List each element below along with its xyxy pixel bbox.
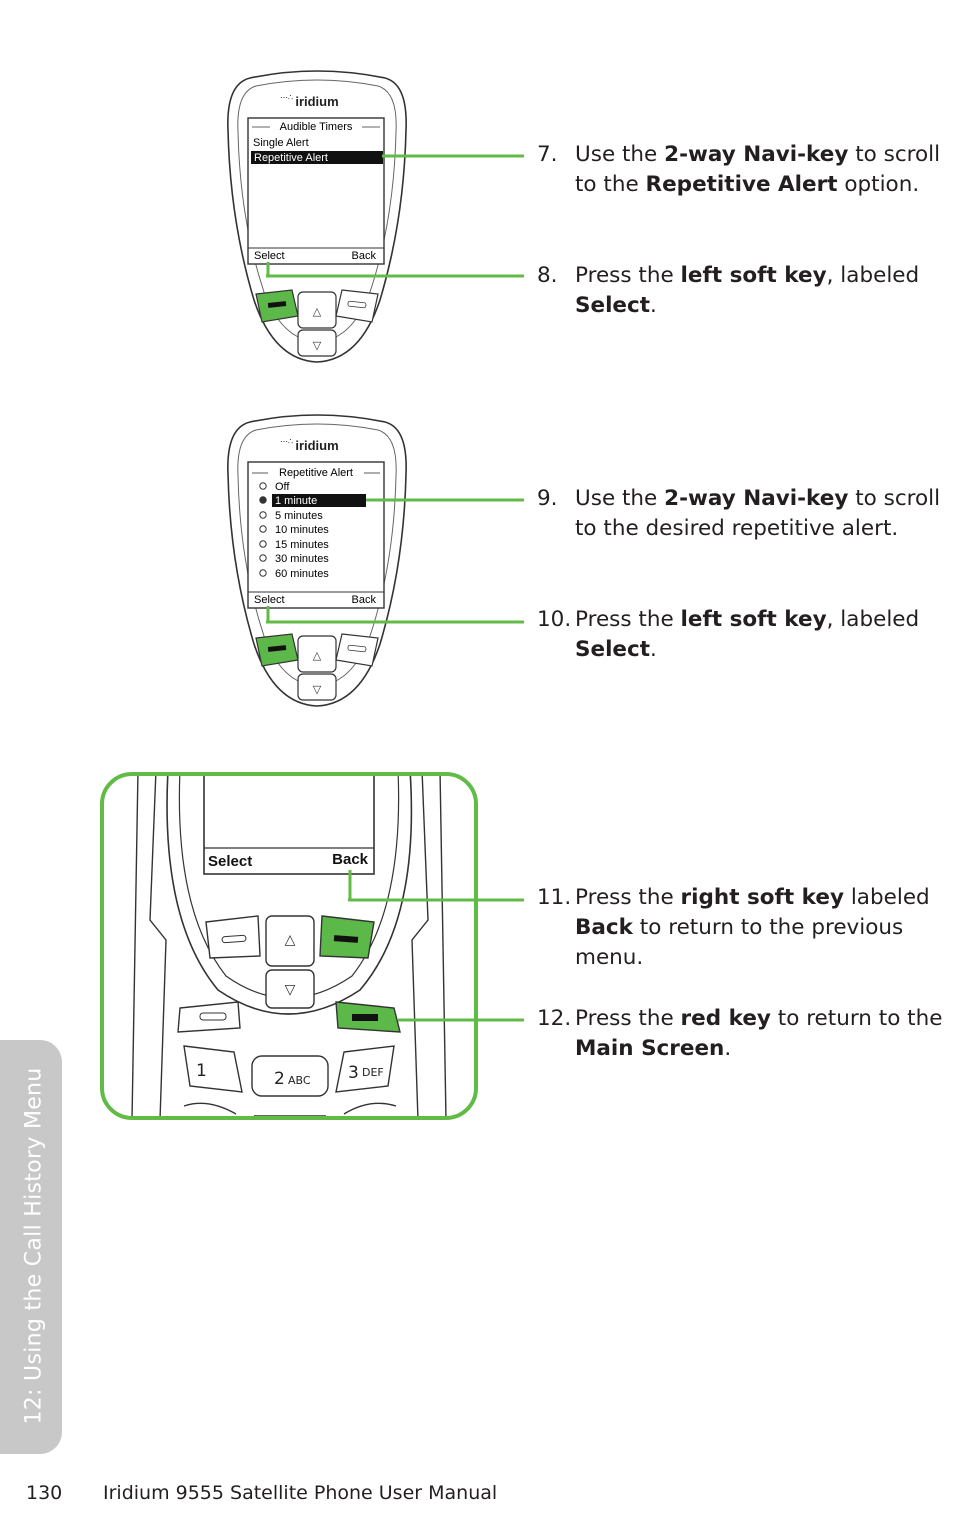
navi-up-key [265,915,315,967]
keypad-key-2 [251,1055,329,1097]
svg-text:⋯∴: ⋯∴ [280,93,293,102]
step-number: 11. [537,885,572,910]
phone-illustration-1: iridium ⋯∴ Audible Timers Single Alert R… [227,70,407,363]
step-text: Press the left soft key, labeled Select. [575,607,920,662]
radio-option: 30 minutes [275,553,329,565]
svg-text:△: △ [313,305,322,318]
lcd-screen [247,461,385,609]
lcd-menu-title: Repetitive Alert [279,467,353,479]
step-text: Use the 2-way Navi-key to scroll to the … [575,142,941,197]
lcd-right-soft-label: Back [332,851,369,868]
navi-up-key [297,635,337,673]
navi-down-key [297,329,337,357]
keypad-key-3 [335,1045,395,1093]
chapter-tab-label: 12: Using the Call History Menu [21,1067,47,1425]
page-number: 130 [26,1482,63,1504]
navi-down-key [265,969,315,1009]
phone-illustration-3: Select Back △ ▽ 1 2 ABC 3 DEF [100,772,478,1120]
svg-text:DEF: DEF [362,1066,384,1079]
lcd-left-soft-label: Select [208,853,252,870]
lcd-right-soft-label: Back [352,594,377,606]
radio-list: Off 1 minute 5 minutes 10 minutes 15 min… [259,481,366,580]
manual-title: Iridium 9555 Satellite Phone User Manual [103,1482,498,1504]
step-number: 12. [537,1006,572,1031]
svg-text:2: 2 [274,1069,285,1089]
lcd-item-single-alert: Single Alert [253,137,309,149]
lcd-left-soft-label: Select [254,594,285,606]
navi-down-key [297,673,337,701]
svg-text:▽: ▽ [285,982,296,998]
lcd-menu-title: Audible Timers [280,121,353,133]
radio-option-selected: 1 minute [275,495,317,507]
chapter-tab [0,1040,62,1454]
lcd-screen [247,117,385,265]
step-text: Use the 2-way Navi-key to scroll to the … [575,486,941,541]
callout-lines-2 [266,498,524,624]
svg-text:1: 1 [196,1061,207,1081]
lcd-right-soft-label: Back [352,250,377,262]
svg-text:△: △ [285,932,296,948]
step-number: 8. [537,263,558,288]
step-text: Press the red key to return to the Main … [575,1006,943,1061]
radio-option: 5 minutes [275,510,323,522]
step-number: 9. [537,486,558,511]
lcd-left-soft-label: Select [254,250,285,262]
navi-up-key [297,291,337,329]
svg-text:ABC: ABC [288,1074,311,1087]
callout-lines-3 [348,870,524,1022]
svg-text:⋯∴: ⋯∴ [280,437,293,446]
brand-logo: iridium [295,438,338,453]
callout-lines-1 [266,154,524,278]
svg-text:△: △ [313,649,322,662]
lcd-item-repetitive-alert: Repetitive Alert [254,152,328,164]
step-text: Press the left soft key, labeled Select. [575,263,920,318]
step-text: Press the right soft key labeled Back to… [575,885,930,970]
radio-option: Off [275,481,290,493]
step-number: 10. [537,607,572,632]
radio-option: 60 minutes [275,568,329,580]
keypad-key-1 [183,1045,243,1093]
radio-option: 15 minutes [275,539,329,551]
step-number: 7. [537,142,558,167]
radio-option: 10 minutes [275,524,329,536]
svg-text:3: 3 [348,1063,359,1083]
lcd-highlight [251,151,383,164]
phone-illustration-2: iridium ⋯∴ Repetitive Alert Off 1 minute… [227,414,407,707]
lcd-screen [203,774,375,875]
svg-text:▽: ▽ [313,339,322,352]
brand-logo: iridium [295,94,338,109]
svg-text:▽: ▽ [313,683,322,696]
